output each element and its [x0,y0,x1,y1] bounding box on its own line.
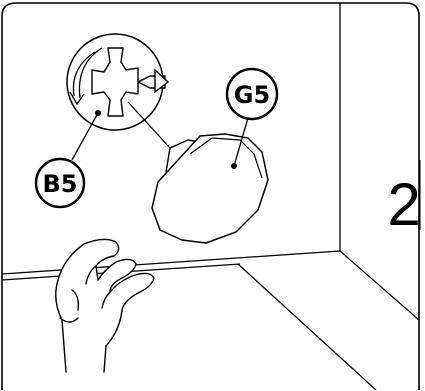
callout-g5-label: G5 [234,81,270,109]
rotor-detail [67,34,170,160]
callout-b5-label: B5 [43,170,78,198]
callout-g5: G5 [227,69,277,119]
mirror-glass-icon [152,118,268,243]
step-number: 2 [387,171,420,238]
hand-icon [56,239,154,372]
callout-b5: B5 [36,159,84,207]
